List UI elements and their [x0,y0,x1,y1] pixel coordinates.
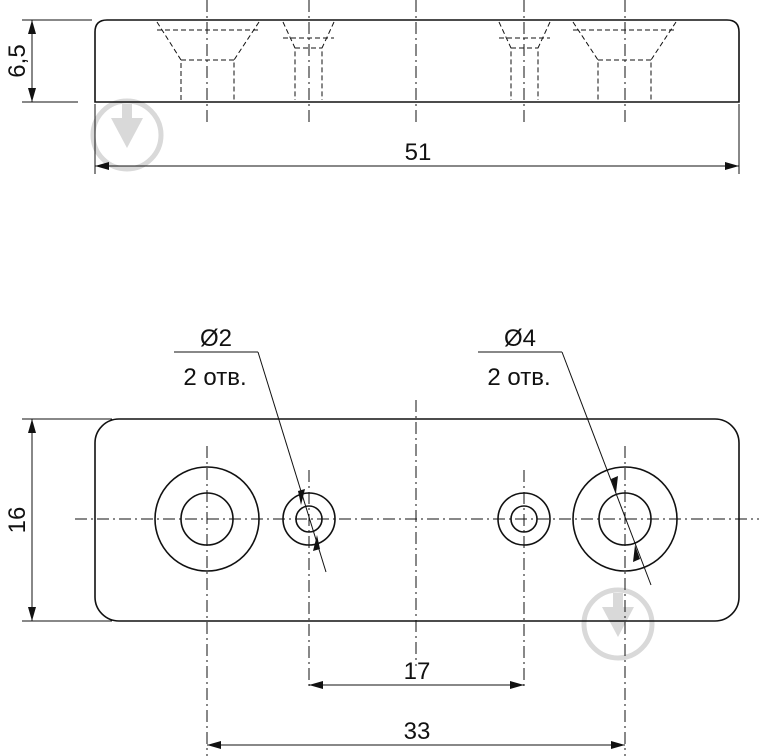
small-hole-left [282,470,336,690]
dim-length: 51 [94,104,740,174]
dim-large-spacing-label: 33 [404,718,431,745]
dim-small-spacing: 17 [309,658,524,689]
small-hole-right [497,470,551,690]
dim-width: 16 [4,418,112,622]
top-view-outline [94,418,740,622]
side-view-outline [94,19,740,103]
dim-length-label: 51 [405,139,432,166]
side-hole-1 [156,0,260,122]
large-hole-left [154,446,260,756]
watermark-bottom-right [581,587,655,661]
side-hole-3 [498,0,551,122]
side-hole-4 [572,0,677,122]
dim-small-spacing-label: 17 [404,658,431,685]
callout-small-hole: Ø2 2 отв. [174,325,327,573]
callout-small-hole-count: 2 отв. [183,364,246,391]
dim-height-side: 6,5 [4,19,92,103]
callout-large-hole: Ø4 2 отв. [478,325,652,586]
dim-height-side-label: 6,5 [4,44,31,77]
watermark-top-left [90,98,164,172]
dim-large-spacing: 33 [207,718,625,749]
callout-large-hole-diameter: Ø4 [504,325,536,352]
side-view: 6,5 51 [4,0,740,174]
large-hole-right [572,446,678,756]
side-hole-2 [282,0,335,122]
top-view: Ø2 2 отв. Ø4 2 отв. 16 17 [4,325,759,756]
callout-large-hole-count: 2 отв. [487,364,550,391]
dim-width-label: 16 [4,507,31,534]
callout-small-hole-diameter: Ø2 [200,325,232,352]
